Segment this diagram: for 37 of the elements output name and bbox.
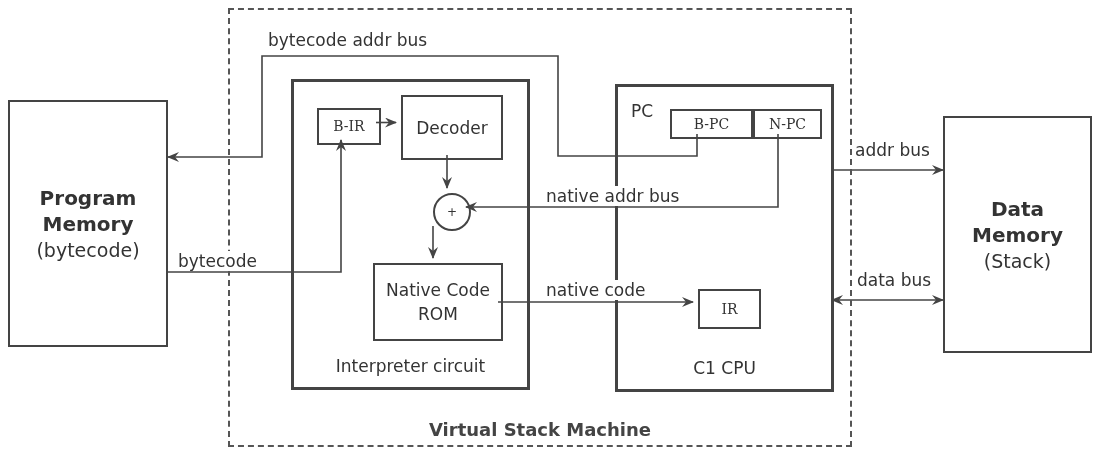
register-box xyxy=(753,109,822,139)
block-label: Decoder xyxy=(416,116,488,140)
edge-label: native code xyxy=(544,280,648,300)
memory-subtitle: (Stack) xyxy=(983,248,1052,274)
decoder-box xyxy=(401,95,503,160)
block-label: B-PC xyxy=(693,114,730,134)
edge-label: bytecode addr bus xyxy=(266,30,430,50)
arrow xyxy=(167,139,346,273)
memory-box xyxy=(8,100,168,347)
block-title: C1 CPU xyxy=(693,356,756,380)
memory-title: Data Memory xyxy=(971,195,1064,248)
arrow xyxy=(831,295,944,305)
block-label: N-PC xyxy=(768,114,807,134)
block-label: Native Code ROM xyxy=(385,279,491,326)
memory-box xyxy=(943,116,1092,353)
memory-subtitle: (bytecode) xyxy=(36,237,140,263)
block-label: B-IR xyxy=(333,117,365,136)
block-title: Interpreter circuit xyxy=(335,354,486,378)
circuit-box xyxy=(291,79,530,390)
block-label: IR xyxy=(721,299,738,319)
arrow xyxy=(167,55,698,162)
edge-label: native addr bus xyxy=(544,186,682,206)
arrow xyxy=(831,165,944,175)
register-box xyxy=(317,108,381,145)
arrow xyxy=(375,117,397,128)
block-title: Virtual Stack Machine xyxy=(429,418,651,442)
arrow xyxy=(428,225,438,259)
arrow xyxy=(465,133,779,212)
plus-sign: + xyxy=(446,206,458,218)
register-box xyxy=(698,289,761,329)
arrow xyxy=(442,154,452,189)
register-box xyxy=(670,109,753,139)
arrow xyxy=(497,297,694,307)
register-group-label: PC xyxy=(631,100,654,122)
rom-box xyxy=(373,263,503,341)
edge-label: bytecode xyxy=(176,251,259,271)
memory-title: Program Memory xyxy=(38,184,138,237)
